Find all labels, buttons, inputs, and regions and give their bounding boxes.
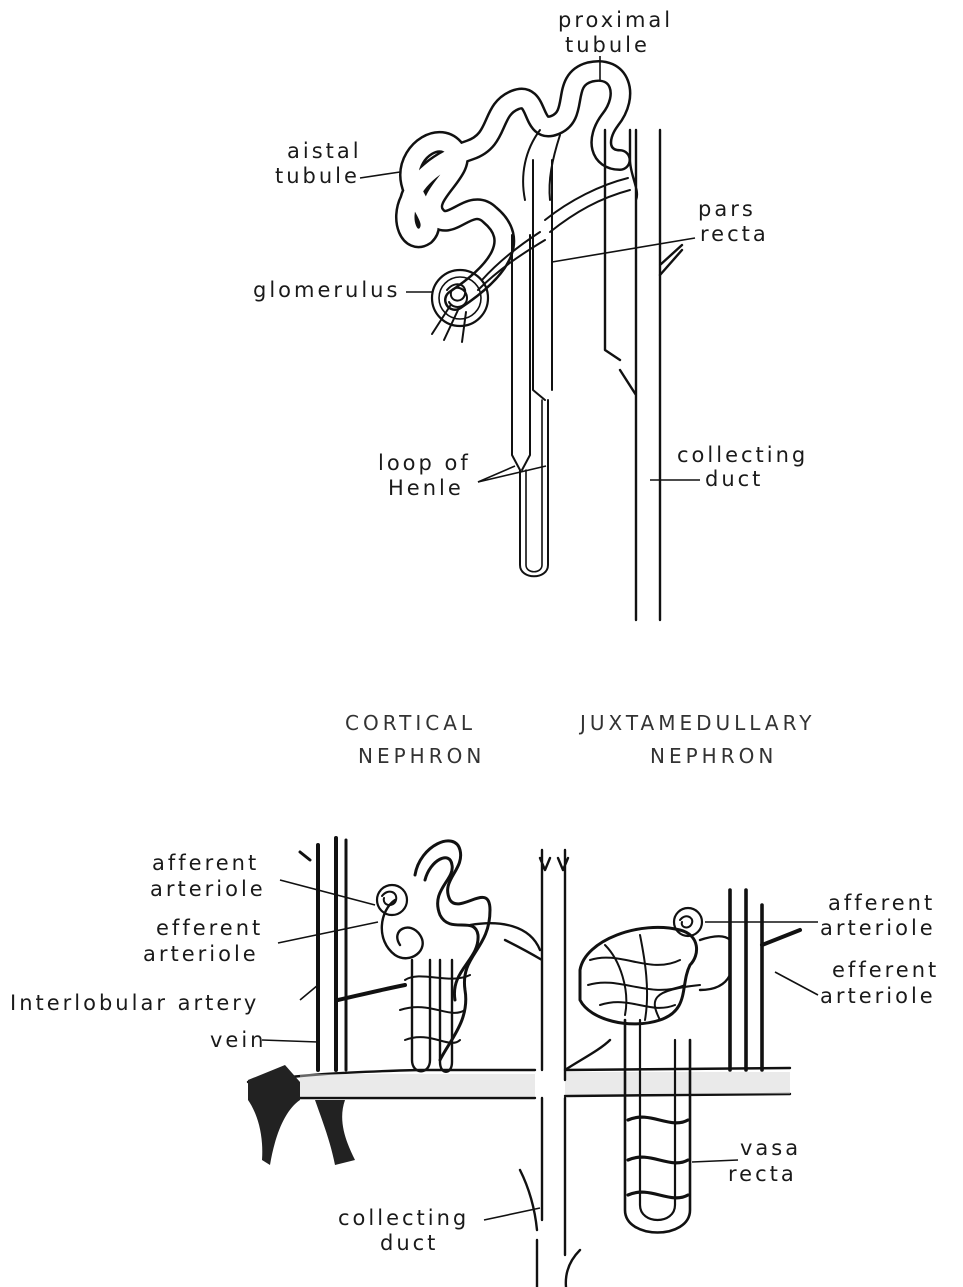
label-pars-recta-2: recta — [700, 222, 769, 246]
label-efferent-arteriole-left: efferent — [156, 916, 263, 940]
bottom-collecting-duct — [505, 850, 610, 1287]
label-glomerulus: glomerulus — [253, 278, 400, 302]
label-efferent-arteriole-right: efferent — [832, 958, 939, 982]
convoluted-tubule-inner — [406, 71, 620, 300]
leader-loop-2 — [478, 466, 546, 482]
leader-efferent-right — [775, 972, 818, 995]
label-interlobular-artery: Interlobular artery — [10, 991, 259, 1015]
label-afferent-arteriole-right-2: arteriole — [820, 916, 936, 940]
distal-to-duct — [545, 178, 630, 232]
interlobular-vein — [300, 840, 346, 1070]
label-loop-of-henle: loop of — [378, 451, 471, 475]
label-distal-tubule: aistal — [287, 139, 362, 163]
label-bottom-collecting-duct: collecting — [338, 1206, 469, 1230]
label-distal-tubule-2: tubule — [275, 164, 360, 188]
arcuate-vessel-shade-right — [565, 1072, 790, 1094]
label-proximal-tubule-2: tubule — [565, 33, 650, 57]
label-vasa-recta: vasa — [740, 1136, 801, 1160]
arcuate-branch-mid — [315, 1100, 355, 1165]
label-vasa-recta-2: recta — [728, 1162, 797, 1186]
label-top-collecting-duct: collecting — [677, 443, 808, 467]
leader-bottom-duct — [484, 1208, 540, 1220]
caption-cortical: CORTICAL — [345, 711, 476, 735]
caption-juxtamedullary-2: NEPHRON — [650, 744, 777, 768]
thin-loop-inner — [526, 400, 542, 572]
label-bottom-collecting-duct-2: duct — [380, 1231, 438, 1255]
label-pars-recta: pars — [698, 197, 756, 221]
label-top-collecting-duct-2: duct — [705, 467, 763, 491]
bottom-labels: afferent arteriole efferent arteriole In… — [10, 851, 939, 1255]
arcuate-branch-left — [248, 1065, 300, 1165]
leader-efferent-left — [278, 922, 378, 943]
leader-interlobular — [300, 985, 318, 1000]
label-loop-of-henle-2: Henle — [388, 476, 464, 500]
top-collecting-duct — [605, 130, 682, 620]
cortical-nephron — [377, 841, 540, 1072]
leader-afferent-left — [280, 880, 375, 905]
interlobular-branch — [338, 985, 405, 1000]
leader-distal — [360, 172, 400, 178]
right-vessel-branch-2 — [700, 936, 730, 990]
label-proximal-tubule: proximal — [558, 8, 673, 32]
captions: CORTICAL NEPHRON JUXTAMEDULLARY NEPHRON — [345, 711, 815, 768]
caption-juxtamedullary: JUXTAMEDULLARY — [578, 711, 815, 735]
interlobular-artery — [318, 838, 336, 1070]
label-efferent-arteriole-right-2: arteriole — [820, 984, 936, 1008]
top-nephron-drawing — [406, 71, 682, 620]
label-afferent-arteriole-left-2: arteriole — [150, 877, 266, 901]
right-interlobular-vessels — [730, 890, 762, 1070]
label-efferent-arteriole-left-2: arteriole — [143, 942, 259, 966]
label-afferent-arteriole-right: afferent — [828, 891, 935, 915]
arcuate-vessel-shade-left — [300, 1074, 535, 1096]
label-vein: vein — [210, 1028, 267, 1052]
proximal-link — [523, 130, 560, 200]
bottom-vasculature-drawing — [248, 838, 800, 1287]
right-vessel-branch-1 — [762, 930, 800, 945]
leader-vein — [262, 1040, 318, 1042]
caption-cortical-2: NEPHRON — [358, 744, 485, 768]
label-afferent-arteriole-left: afferent — [152, 851, 259, 875]
